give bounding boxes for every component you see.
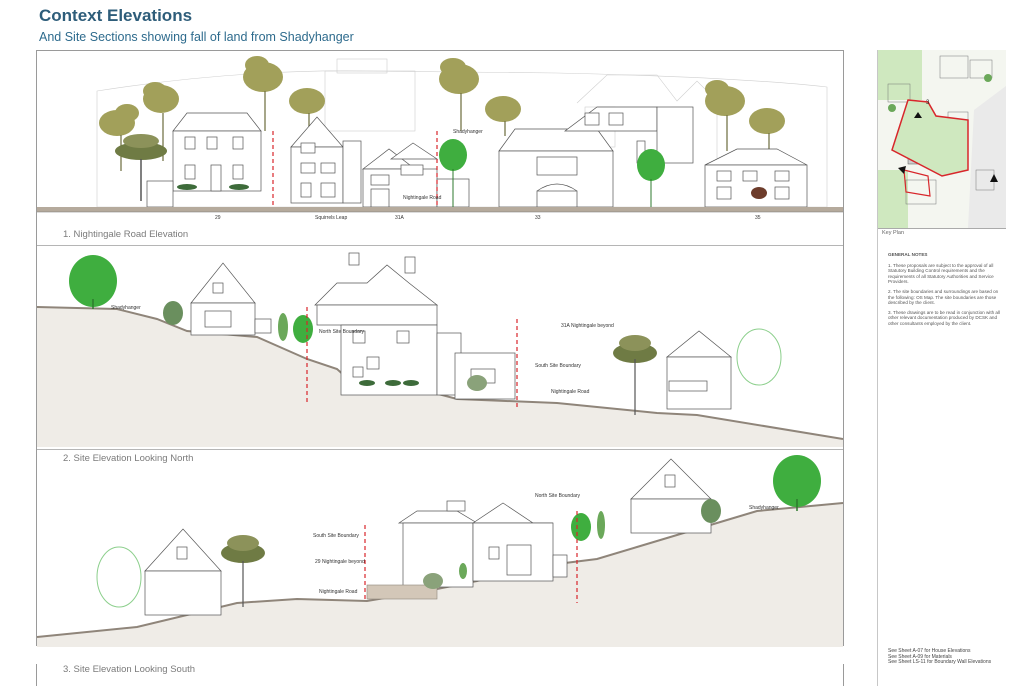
house-number-35: 35 bbox=[755, 215, 761, 221]
house-left bbox=[144, 528, 222, 616]
house-number-squirrels-leap: Squirrels Leap bbox=[315, 215, 347, 221]
label-shadyhanger: Shadyhanger bbox=[453, 129, 483, 135]
reference-line: See Sheet LS-11 for Boundary Wall Elevat… bbox=[888, 659, 992, 666]
elevation-3-drawing: South Site Boundary 29 Nightingale beyon… bbox=[36, 455, 844, 647]
drawing-sheet-base: 3. Site Elevation Looking South bbox=[36, 664, 844, 686]
label-north-site-boundary: North Site Boundary bbox=[535, 493, 581, 499]
house-squirrels-leap bbox=[290, 116, 362, 204]
main-house bbox=[314, 252, 516, 400]
panel-divider bbox=[37, 245, 843, 246]
reference-line: See Sheet A-09 for Materials bbox=[888, 653, 952, 660]
label-nightingale-road: Nightingale Road bbox=[403, 195, 442, 201]
elevation-2-drawing: Shadyhanger North Site Boundary 31A Nigh… bbox=[36, 252, 844, 447]
general-notes: GENERAL NOTES 1. These proposals are sub… bbox=[888, 252, 1003, 331]
note-item: 3. These drawings are to be read in conj… bbox=[888, 309, 1001, 326]
side-panel: 3 Key Plan GENERAL NOTES 1. These propos… bbox=[877, 50, 1006, 686]
label-29-beyond: 29 Nightingale beyond bbox=[315, 559, 365, 565]
house-33 bbox=[498, 106, 694, 208]
caption-elevation-3: 3. Site Elevation Looking South bbox=[63, 664, 196, 675]
tree-left bbox=[69, 255, 117, 307]
drawing-sheet: 29 Squirrels Leap 31A 33 35 Shadyhanger … bbox=[36, 50, 844, 647]
label-nightingale-road: Nightingale Road bbox=[319, 589, 358, 595]
house-right bbox=[666, 330, 732, 410]
elevation-1-drawing: 29 Squirrels Leap 31A 33 35 Shadyhanger … bbox=[37, 56, 843, 221]
house-35 bbox=[704, 148, 808, 208]
main-house bbox=[397, 500, 568, 588]
note-item: 2. The site boundaries and surroundings … bbox=[888, 288, 999, 306]
house-number-29: 29 bbox=[215, 215, 221, 221]
nightingale-road-elevation: 29 Squirrels Leap 31A 33 35 Shadyhanger … bbox=[37, 51, 843, 240]
site-elevation-looking-north: Shadyhanger North Site Boundary 31A Nigh… bbox=[36, 247, 844, 464]
foreground-green-trees bbox=[439, 139, 665, 181]
sheet-references: See Sheet A-07 for House Elevations See … bbox=[888, 648, 1006, 666]
background-trees bbox=[99, 56, 785, 136]
label-north-site-boundary: North Site Boundary bbox=[319, 329, 365, 335]
notes-heading: GENERAL NOTES bbox=[888, 252, 928, 257]
house-29 bbox=[146, 112, 262, 208]
house-left bbox=[190, 262, 272, 336]
key-plan-map: 3 bbox=[878, 50, 1006, 228]
panel-divider bbox=[37, 449, 843, 450]
label-31a-beyond: 31A Nightingale beyond bbox=[561, 323, 614, 329]
label-south-site-boundary: South Site Boundary bbox=[535, 363, 581, 369]
caption-elevation-1: 1. Nightingale Road Elevation bbox=[63, 229, 189, 240]
label-shadyhanger: Shadyhanger bbox=[111, 305, 141, 311]
site-elevation-looking-south: South Site Boundary 29 Nightingale beyon… bbox=[36, 451, 844, 647]
label-south-site-boundary: South Site Boundary bbox=[313, 533, 359, 539]
house-number-33: 33 bbox=[535, 215, 541, 221]
page-title: Context Elevations bbox=[39, 6, 193, 25]
page-subtitle: And Site Sections showing fall of land f… bbox=[39, 30, 354, 44]
house-right bbox=[630, 458, 712, 534]
key-plan: 3 bbox=[878, 50, 1006, 229]
note-item: 1. These proposals are subject to the ap… bbox=[888, 262, 994, 285]
tree-right bbox=[773, 455, 821, 507]
key-plan-label: Key Plan bbox=[882, 230, 905, 236]
label-nightingale-road: Nightingale Road bbox=[551, 389, 590, 395]
reference-line: See Sheet A-07 for House Elevations bbox=[888, 648, 971, 654]
key-plan-plot-number: 3 bbox=[926, 100, 930, 106]
label-shadyhanger: Shadyhanger bbox=[749, 505, 779, 511]
caption-elevation-2: 2. Site Elevation Looking North bbox=[63, 453, 194, 464]
house-number-31a: 31A bbox=[395, 215, 405, 221]
